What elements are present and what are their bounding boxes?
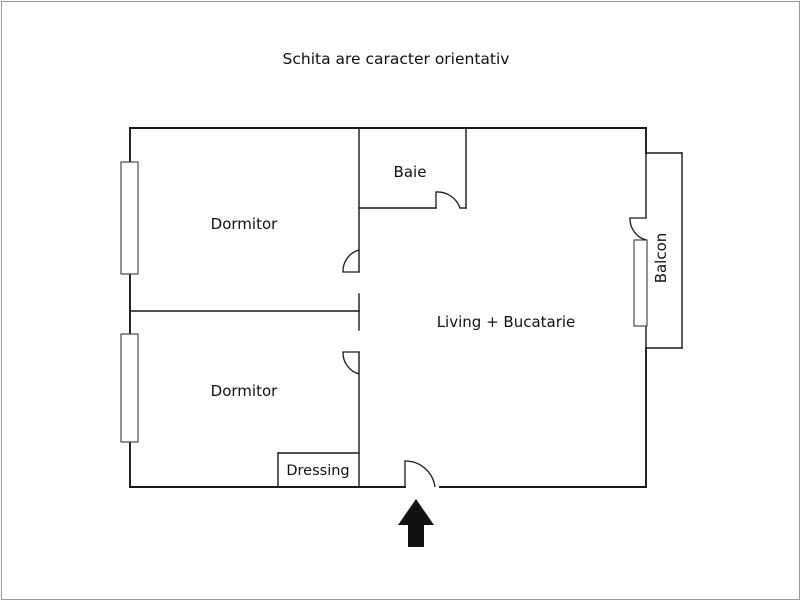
windows (120, 161, 648, 443)
window-bedroom-top (120, 161, 139, 275)
outer-walls (129, 127, 647, 488)
room-label-dormitor_bottom: Dormitor (211, 382, 278, 400)
door-balcony (629, 217, 647, 241)
door-entrance (404, 460, 436, 488)
window-balcony (633, 239, 648, 327)
room-label-baie: Baie (394, 163, 427, 181)
entrance-arrow (398, 499, 434, 547)
room-label-living_bucatarie: Living + Bucatarie (437, 313, 576, 331)
door-bedroom-bottom-swing-arc (342, 351, 360, 375)
door-balcony-swing-arc (629, 217, 647, 241)
page-title: Schita are caracter orientativ (283, 50, 510, 68)
room-label-dressing: Dressing (286, 463, 349, 479)
door-bedroom-top (342, 249, 360, 273)
dressing-enclosure (277, 452, 360, 488)
room-label-balcon: Balcon (652, 233, 670, 284)
entrance-arrow-group (398, 499, 434, 547)
interior-walls (129, 127, 467, 488)
door-bathroom (435, 191, 461, 209)
window-bedroom-bottom (120, 333, 139, 443)
door-bathroom-swing-arc (435, 191, 461, 209)
door-bedroom-bottom (342, 351, 360, 375)
door-bedroom-top-swing-arc (342, 249, 360, 273)
doors (342, 191, 647, 488)
room-label-dormitor_top: Dormitor (211, 215, 278, 233)
door-entrance-swing-arc (404, 460, 436, 488)
